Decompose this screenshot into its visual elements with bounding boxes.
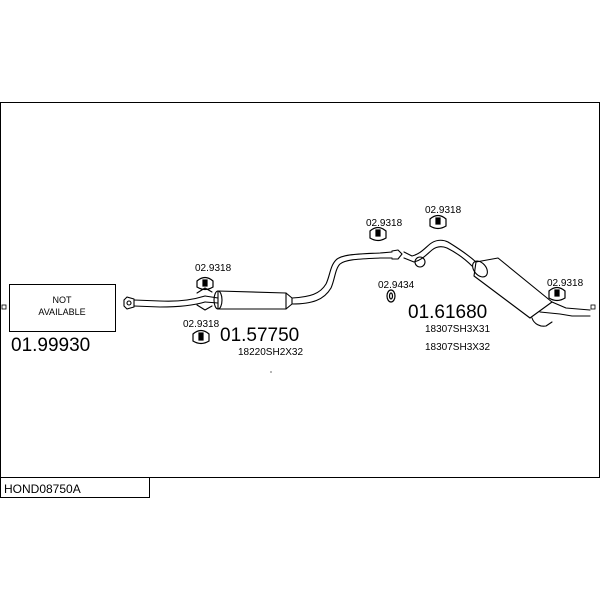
clamp-mid-number: 02.9434 <box>378 280 415 291</box>
stray-dot <box>270 371 272 373</box>
rear-muffler-assembly <box>403 239 591 327</box>
title-box <box>0 477 150 498</box>
rear-muffler-oem-2: 18307SH3X32 <box>425 342 490 353</box>
left-edge-marker <box>1 304 7 310</box>
diagram-title: HOND08750A <box>4 482 81 496</box>
rear-muffler-oem-1: 18307SH3X31 <box>425 324 490 335</box>
front-pipe-part-number: 01.99930 <box>11 335 90 356</box>
clamp-ring-icon <box>386 289 396 303</box>
center-muffler-oem: 18220SH2X32 <box>238 347 303 358</box>
rear-muffler-part-number: 01.61680 <box>408 302 487 323</box>
right-edge-marker <box>590 304 596 310</box>
diagram-frame <box>0 102 600 478</box>
center-muffler-part-number: 01.57750 <box>220 325 299 346</box>
not-available-box <box>9 284 116 332</box>
hanger-top-left-number: 02.9318 <box>195 263 232 274</box>
hanger-mid-number: 02.9318 <box>366 218 403 229</box>
hanger-top-right-number: 02.9318 <box>425 205 462 216</box>
center-muffler-assembly <box>123 249 403 311</box>
not-available-line1: NOT <box>53 295 73 305</box>
hanger-bottom-left-number: 02.9318 <box>183 319 220 330</box>
rubber-hanger-icon <box>192 214 566 345</box>
not-available-line2: AVAILABLE <box>38 307 85 317</box>
hanger-rear-number: 02.9318 <box>547 278 584 289</box>
